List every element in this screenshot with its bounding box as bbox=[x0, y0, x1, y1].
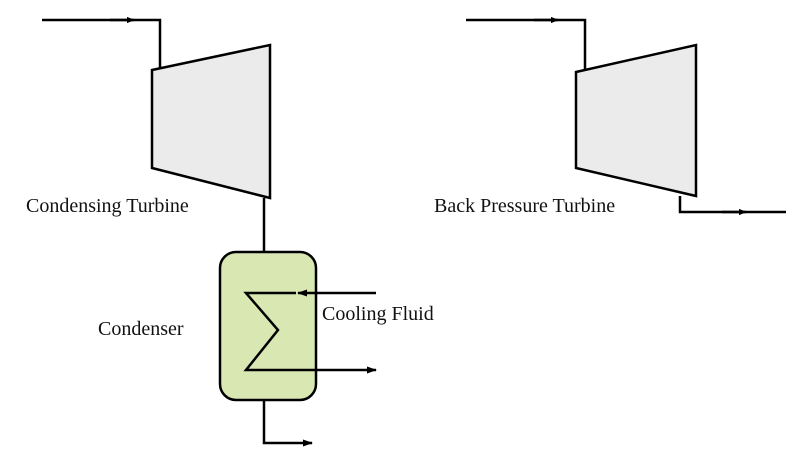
condensing-turbine-label: Condensing Turbine bbox=[26, 195, 189, 217]
back-pressure-turbine-label: Back Pressure Turbine bbox=[434, 195, 615, 217]
back-pressure-turbine-body bbox=[574, 43, 698, 198]
condenser-group: Condenser Cooling Fluid bbox=[98, 250, 434, 447]
cooling-fluid-label: Cooling Fluid bbox=[322, 303, 434, 325]
condenser-label: Condenser bbox=[98, 318, 184, 340]
condensing-turbine-body bbox=[150, 43, 272, 200]
condensing-turbine-inlet-line bbox=[42, 18, 162, 68]
back-pressure-turbine-exhaust-line bbox=[678, 196, 786, 214]
condensate-outlet-line bbox=[262, 400, 313, 447]
condensing-turbine-group: Condensing Turbine bbox=[26, 16, 272, 261]
back-pressure-turbine-group: Back Pressure Turbine bbox=[434, 16, 786, 217]
condenser-coil bbox=[243, 291, 296, 372]
condenser-vessel bbox=[218, 250, 318, 402]
back-pressure-turbine-inlet-line bbox=[466, 18, 587, 70]
